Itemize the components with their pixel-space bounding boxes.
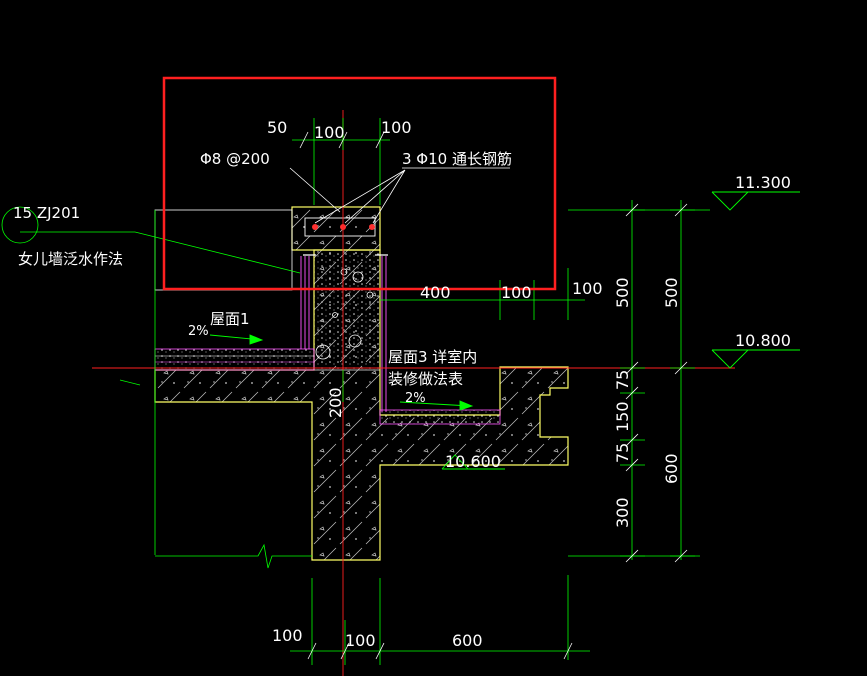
dim-500-a: 500 [613, 277, 632, 308]
dim-100-top-b: 100 [381, 118, 412, 137]
dim-300: 300 [613, 497, 632, 528]
roof1-finish [154, 348, 315, 371]
elev-marker-10600 [441, 454, 505, 470]
slab-outline-upper [154, 209, 293, 291]
elev-marker-10800 [711, 349, 800, 369]
slope-right-label: 2% [405, 391, 426, 406]
text-labels: 50 100 100 Φ8 @200 3 Φ10 通长钢筋 15 ZJ201 女… [13, 118, 791, 650]
stirrup-label: Φ8 @200 [200, 150, 270, 168]
main-rebar-label: 3 Φ10 通长钢筋 [402, 150, 512, 168]
dim-100-mid-a: 100 [501, 283, 532, 302]
elevation-markers [441, 191, 800, 470]
dim-100-bot-a: 100 [272, 626, 303, 645]
dim-100-mid-b: 100 [572, 279, 603, 298]
break-line [155, 543, 312, 569]
flashing-right [381, 256, 387, 412]
dim-600-h: 600 [452, 631, 483, 650]
dim-500-b: 500 [662, 277, 681, 308]
dim-400: 400 [420, 283, 451, 302]
slope-arrows [209, 334, 474, 411]
dim-50: 50 [267, 118, 287, 137]
flashing-left [300, 256, 310, 349]
dim-200: 200 [326, 387, 345, 418]
dim-100-bot-b: 100 [345, 631, 376, 650]
concrete-structure [154, 206, 569, 561]
elev-10800: 10.800 [735, 331, 791, 350]
parapet-note-label: 女儿墙泛水作法 [18, 250, 123, 268]
roof3-line2: 装修做法表 [388, 370, 463, 388]
elev-marker-11300 [711, 191, 800, 211]
rebar-dot-3 [369, 224, 375, 230]
highlight-box [162, 76, 557, 291]
roof3-line1: 屋面3 详室内 [388, 348, 477, 366]
dim-600-v: 600 [662, 453, 681, 484]
slope-left-label: 2% [188, 324, 209, 339]
roof1-label: 屋面1 [210, 310, 250, 328]
elev-11300: 11.300 [735, 173, 791, 192]
dim-75-a: 75 [613, 370, 632, 390]
dim-100-top-a: 100 [314, 123, 345, 142]
dim-150: 150 [613, 401, 632, 432]
beam-and-slab [154, 249, 569, 561]
dim-75-b: 75 [613, 443, 632, 463]
rebar-dot-1 [312, 224, 318, 230]
elev-10600: 10.600 [445, 452, 501, 471]
dimension-lines [290, 118, 695, 665]
coping-cap [291, 206, 381, 251]
roof3-finish [379, 409, 501, 425]
atlas-ref-label: 15 ZJ201 [13, 204, 80, 222]
leaders [1, 167, 510, 386]
